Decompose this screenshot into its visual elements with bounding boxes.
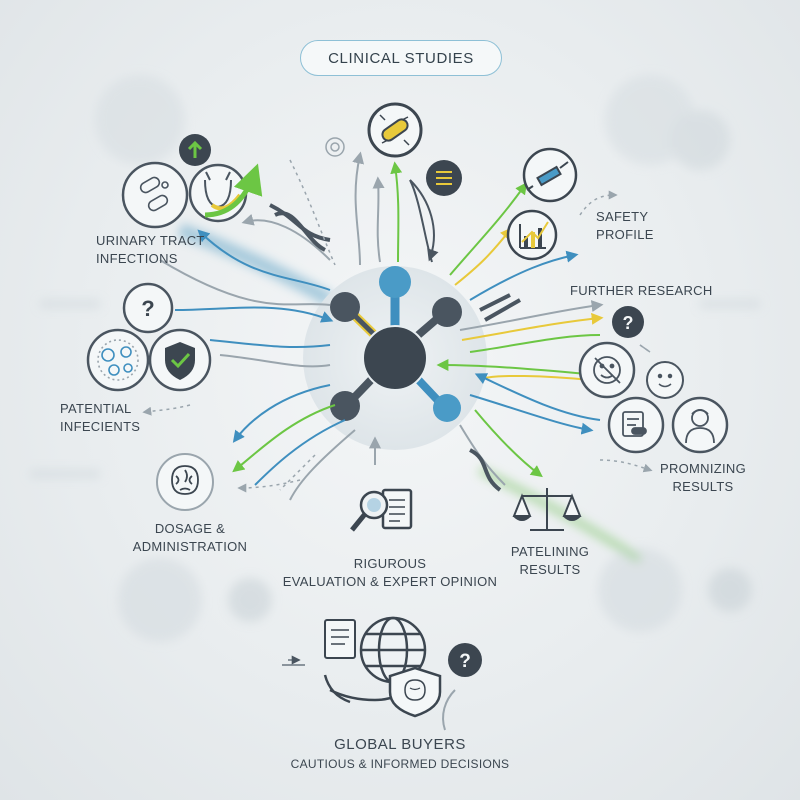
- promnizing-cluster: ?: [578, 306, 729, 454]
- scale-icon: [512, 488, 582, 531]
- document-pill-icon: [622, 411, 647, 437]
- promnizing-label: PROMNIZING RESULTS: [648, 460, 758, 496]
- safety-line1: SAFETY: [596, 209, 649, 224]
- promnizing-line1: PROMNIZING: [659, 461, 747, 476]
- global-line1: GLOBAL BUYERS: [334, 736, 466, 753]
- list-icon: [426, 160, 462, 196]
- further-research-label: FURTHER RESEARCH: [570, 283, 713, 298]
- shield-check-icon: [165, 342, 195, 380]
- person-icon: [685, 409, 715, 444]
- safety-profile-label: SAFETY PROFILE: [596, 208, 654, 244]
- urinary-line2: INFECTIONS: [96, 251, 178, 266]
- patelining-line1: PATELINING: [510, 544, 590, 559]
- global-line2: CAUTIOUS & INFORMED DECISIONS: [290, 757, 510, 771]
- target-icon: [325, 137, 345, 157]
- rigurous-line2: EVALUATION & EXPERT OPINION: [282, 574, 498, 589]
- patential-line2: INFECIENTS: [60, 419, 141, 434]
- promnizing-line2: RESULTS: [672, 479, 734, 494]
- microbe-cluster-icon: [97, 339, 139, 381]
- syringe-icon: [526, 161, 569, 191]
- safety-cluster: [506, 147, 578, 261]
- dosage-label: DOSAGE & ADMINISTRATION: [125, 520, 255, 556]
- question-icon: ?: [141, 296, 154, 321]
- magnifier-document-icon: [350, 488, 413, 532]
- smiley-icon: [657, 373, 673, 388]
- rigurous-line1: RIGUROUS: [353, 556, 427, 571]
- document-icon: [324, 619, 356, 659]
- shield-brain-icon: [388, 666, 442, 718]
- dosage-line2: ADMINISTRATION: [132, 539, 248, 554]
- safety-line2: PROFILE: [596, 227, 654, 242]
- page-title: CLINICAL STUDIES: [300, 40, 502, 76]
- question-dark-icon: ?: [623, 313, 634, 333]
- bladder-icon: [204, 171, 242, 211]
- patential-label: PATENTIAL INFECIENTS: [60, 400, 140, 436]
- connectors: [159, 151, 604, 731]
- patential-line1: PATENTIAL: [60, 401, 132, 416]
- urinary-cluster: [121, 134, 263, 229]
- urinary-line1: URINARY TRACT: [96, 233, 205, 248]
- dosage-line1: DOSAGE &: [154, 521, 226, 536]
- dosage-cluster: [156, 453, 214, 511]
- crossed-face-icon: [593, 356, 621, 384]
- urinary-tract-label: URINARY TRACT INFECTIONS: [96, 232, 205, 268]
- patelining-line2: RESULTS: [519, 562, 581, 577]
- brain-icon: [171, 465, 199, 495]
- bacteria-icon: [367, 102, 423, 158]
- question-global-icon: ?: [459, 651, 471, 672]
- rigurous-label: RIGUROUS EVALUATION & EXPERT OPINION: [280, 555, 500, 591]
- patelining-label: PATELINING RESULTS: [500, 543, 600, 579]
- global-buyers-label: GLOBAL BUYERS CAUTIOUS & INFORMED DECISI…: [260, 735, 540, 773]
- global-buyers-cluster: ?: [282, 616, 482, 718]
- chart-icon: [519, 221, 549, 249]
- patential-cluster: ?: [86, 282, 212, 392]
- central-hub: [303, 266, 487, 450]
- microbe-icon: [139, 176, 169, 212]
